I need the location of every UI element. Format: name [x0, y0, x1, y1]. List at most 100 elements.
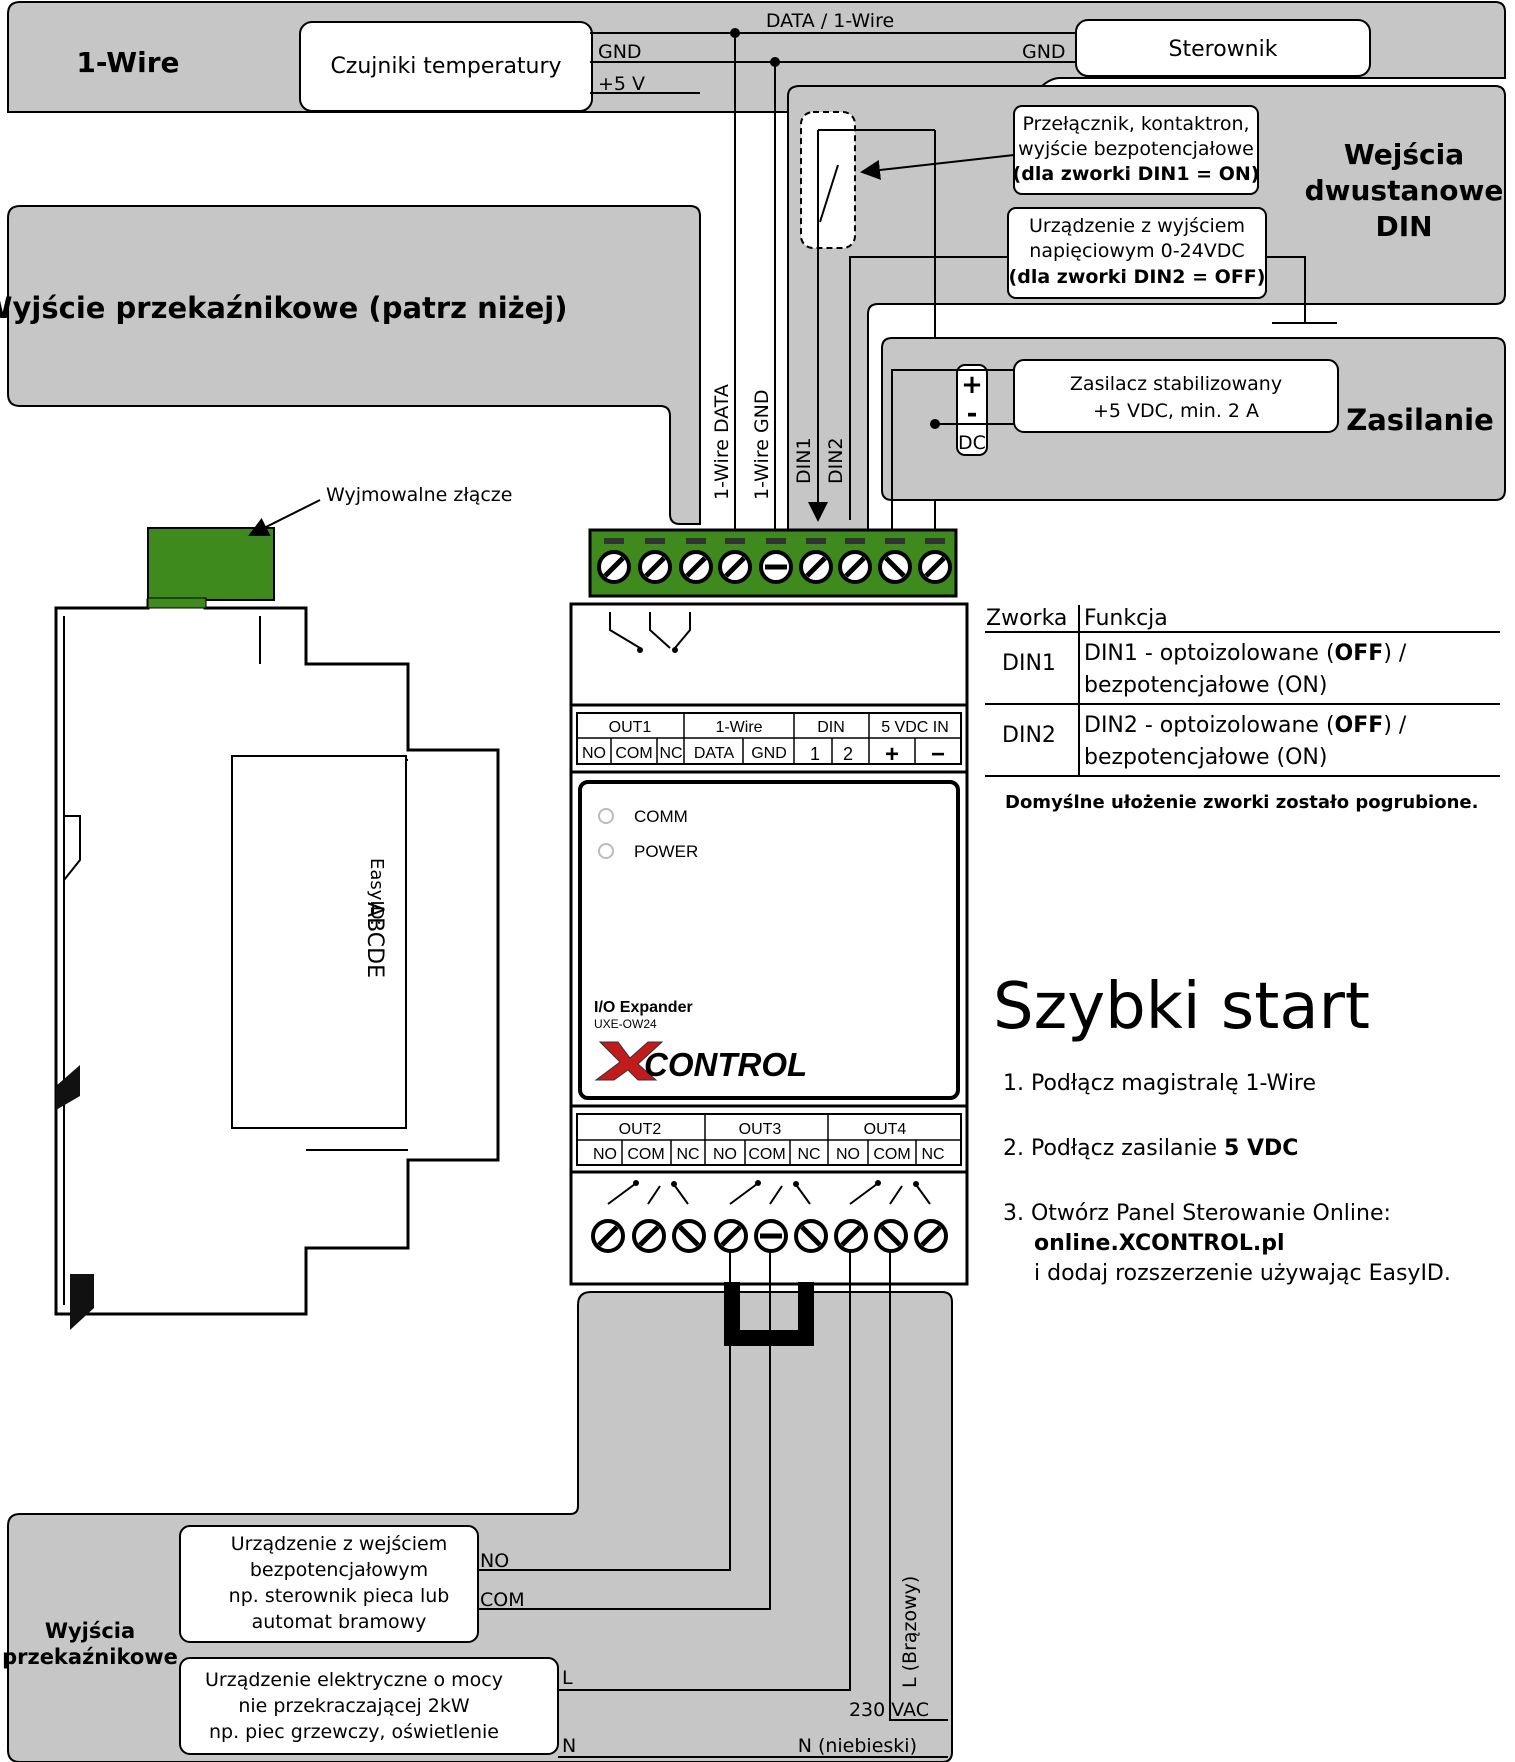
- din1-label: DIN1: [793, 437, 815, 484]
- device-model: UXE-OW24: [594, 1017, 657, 1031]
- row1-line2: bezpotencjałowe (ON): [1084, 673, 1327, 698]
- out3-com: COM: [748, 1146, 785, 1163]
- out4-nc: NC: [921, 1146, 944, 1163]
- out4-no: NO: [836, 1146, 860, 1163]
- out3-nc: NC: [797, 1146, 820, 1163]
- removable-connector: [147, 527, 275, 601]
- sensors-label: Czujniki temperatury: [330, 54, 561, 79]
- jumper-note: Domyślne ułożenie zworki zostało pogrubi…: [1005, 792, 1478, 813]
- gnd-right-label: GND: [1022, 41, 1066, 63]
- device-side: EasyID: ABCDE: [54, 527, 500, 1330]
- onewire-panel: 1-Wire Czujniki temperatury Sterownik DA…: [6, 1, 1506, 113]
- psu-line-1: Zasilacz stabilizowany: [1070, 373, 1282, 395]
- din2-label: DIN2: [825, 437, 847, 484]
- brand-text: CONTROL: [644, 1046, 807, 1083]
- hdr-plus: +: [885, 741, 899, 768]
- contact-device-box: [179, 1525, 479, 1643]
- front-panel-window: [578, 780, 960, 1100]
- quickstart: Szybki start 1. Podłącz magistralę 1-Wir…: [993, 970, 1451, 1286]
- hdr-out3: OUT3: [739, 1121, 782, 1138]
- dc-minus: -: [967, 399, 978, 429]
- device-line-3: (dla zworki DIN2 = OFF): [1009, 266, 1266, 288]
- din-title-2: dwustanowe: [1305, 174, 1504, 207]
- hdr-gnd: GND: [751, 745, 787, 762]
- device-front: OUT1 1-Wire DIN 5 VDC IN NO COM NC DATA …: [569, 602, 969, 1286]
- din-title-3: DIN: [1375, 210, 1432, 243]
- power-title: Zasilanie: [1346, 403, 1494, 437]
- out2-com: COM: [627, 1146, 664, 1163]
- out3-no: NO: [713, 1146, 737, 1163]
- hdr-out2: OUT2: [619, 1121, 662, 1138]
- relays-title-1: Wyjścia: [45, 1619, 135, 1643]
- hdr-1wire: 1-Wire: [715, 719, 762, 736]
- step-3: 3. Otwórz Panel Sterowanie Online:: [1003, 1201, 1391, 1226]
- vac-label: 230 VAC: [849, 1699, 929, 1721]
- row2-name: DIN2: [1002, 723, 1056, 748]
- wire-gnd-label: 1-Wire GND: [751, 389, 773, 500]
- hdr-out1: OUT1: [609, 719, 652, 736]
- switch-line-2: wyjście bezpotencjałowe: [1018, 138, 1254, 160]
- dev2-line-3: np. piec grzewczy, oświetlenie: [209, 1721, 499, 1743]
- hdr-din: DIN: [817, 719, 845, 736]
- row1-line1: DIN1 - optoizolowane (OFF) /: [1084, 641, 1407, 666]
- power-led: [598, 843, 614, 859]
- out4-com: COM: [873, 1146, 910, 1163]
- controller-box: [1075, 19, 1371, 77]
- step-2: 2. Podłącz zasilanie 5 VDC: [1003, 1136, 1298, 1161]
- psu-box: [1013, 359, 1339, 433]
- power-label: POWER: [634, 842, 698, 861]
- hdr-din2: 2: [843, 744, 853, 764]
- relay-top-title: Wyjście przekaźnikowe (patrz niżej): [0, 291, 567, 325]
- comm-led: [598, 808, 614, 824]
- dc-plus: +: [961, 370, 983, 400]
- power-panel: Zasilanie + - DC Zasilacz stabilizowany …: [881, 337, 1506, 530]
- l-label: L: [562, 1667, 573, 1689]
- hdr-din1: 1: [810, 744, 820, 764]
- hdr-nc: NC: [659, 745, 682, 762]
- dev2-line-2: nie przekraczającej 2kW: [238, 1695, 470, 1717]
- dev1-line-4: automat bramowy: [252, 1611, 427, 1633]
- hdr-out4: OUT4: [864, 1121, 907, 1138]
- relays-title-2: przekaźnikowe: [2, 1645, 178, 1669]
- com-label: COM: [480, 1589, 525, 1611]
- hdr-5vdc: 5 VDC IN: [881, 719, 949, 736]
- top-terminal-block: [588, 528, 958, 598]
- dc-label: DC: [958, 432, 986, 454]
- device-line-1: Urządzenie z wyjściem: [1029, 215, 1245, 237]
- sensors-box: [299, 21, 593, 112]
- switch-symbol-frame: [800, 111, 856, 249]
- wire-data-label: 1-Wire DATA: [711, 384, 733, 500]
- dev1-line-1: Urządzenie z wejściem: [231, 1533, 447, 1555]
- switch-line-1: Przełącznik, kontaktron,: [1022, 113, 1249, 135]
- hdr-com: COM: [615, 745, 652, 762]
- row2-line2: bezpotencjałowe (ON): [1084, 745, 1327, 770]
- easyid-label-area: [231, 755, 407, 1129]
- relay-bottom-panel: Wyjścia przekaźnikowe Urządzenie z wejśc…: [2, 1250, 953, 1762]
- dev1-line-2: bezpotencjałowym: [250, 1559, 428, 1581]
- step-3-line3: i dodaj rozszerzenie używając EasyID.: [1034, 1261, 1451, 1286]
- power-device-box: [179, 1657, 559, 1755]
- jumper-table: Zworka Funkcja DIN1 DIN1 - optoizolowane…: [985, 605, 1500, 813]
- out2-nc: NC: [676, 1146, 699, 1163]
- row2-line1: DIN2 - optoizolowane (OFF) /: [1084, 713, 1407, 738]
- table-header-jumper: Zworka: [986, 606, 1067, 631]
- step-1: 1. Podłącz magistralę 1-Wire: [1003, 1071, 1316, 1096]
- out2-no: NO: [593, 1146, 617, 1163]
- l-brown-label: L (Brązowy): [899, 1576, 921, 1688]
- vcc-left-label: +5 V: [598, 73, 645, 95]
- connector-label: Wyjmowalne złącze: [326, 484, 512, 506]
- quickstart-title: Szybki start: [993, 970, 1370, 1044]
- onewire-title: 1-Wire: [76, 46, 179, 79]
- gnd-left-label: GND: [598, 41, 642, 63]
- xcontrol-logo: CONTROL: [594, 1041, 807, 1083]
- step-3-url: online.XCONTROL.pl: [1034, 1231, 1285, 1256]
- hdr-data: DATA: [694, 745, 735, 762]
- dev1-line-3: np. sterownik pieca lub: [229, 1585, 450, 1607]
- switch-line-3: (dla zworki DIN1 = ON): [1013, 163, 1260, 185]
- controller-label: Sterownik: [1169, 37, 1278, 62]
- dc-jack: [956, 364, 988, 456]
- n-label: N: [562, 1735, 576, 1757]
- din-title-1: Wejścia: [1344, 138, 1464, 171]
- comm-label: COMM: [634, 807, 688, 826]
